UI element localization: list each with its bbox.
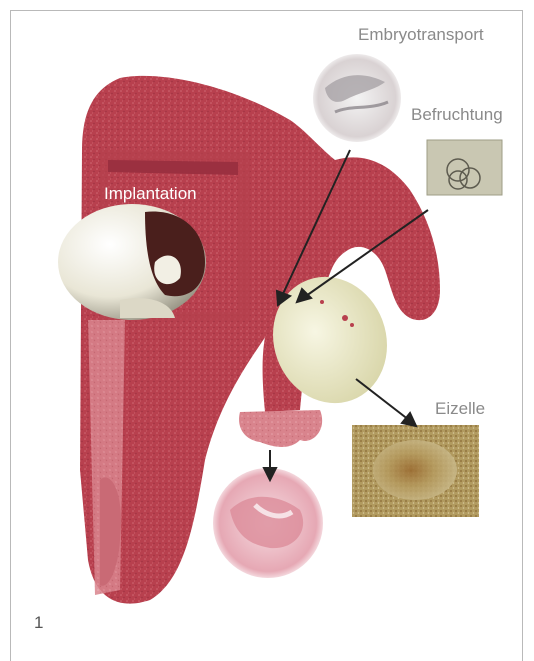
label-befruchtung: Befruchtung (411, 106, 503, 123)
embryotransport-photo (313, 54, 401, 142)
figure-number: 1 (34, 613, 43, 633)
label-implantation: Implantation (104, 185, 197, 202)
befruchtung-photo (427, 140, 502, 195)
eizelle-photo (352, 425, 479, 517)
label-embryotransport: Embryotransport (358, 26, 484, 43)
fimbriae-photo (213, 468, 323, 578)
embryo-photo (58, 204, 206, 320)
label-eizelle: Eizelle (435, 400, 485, 417)
